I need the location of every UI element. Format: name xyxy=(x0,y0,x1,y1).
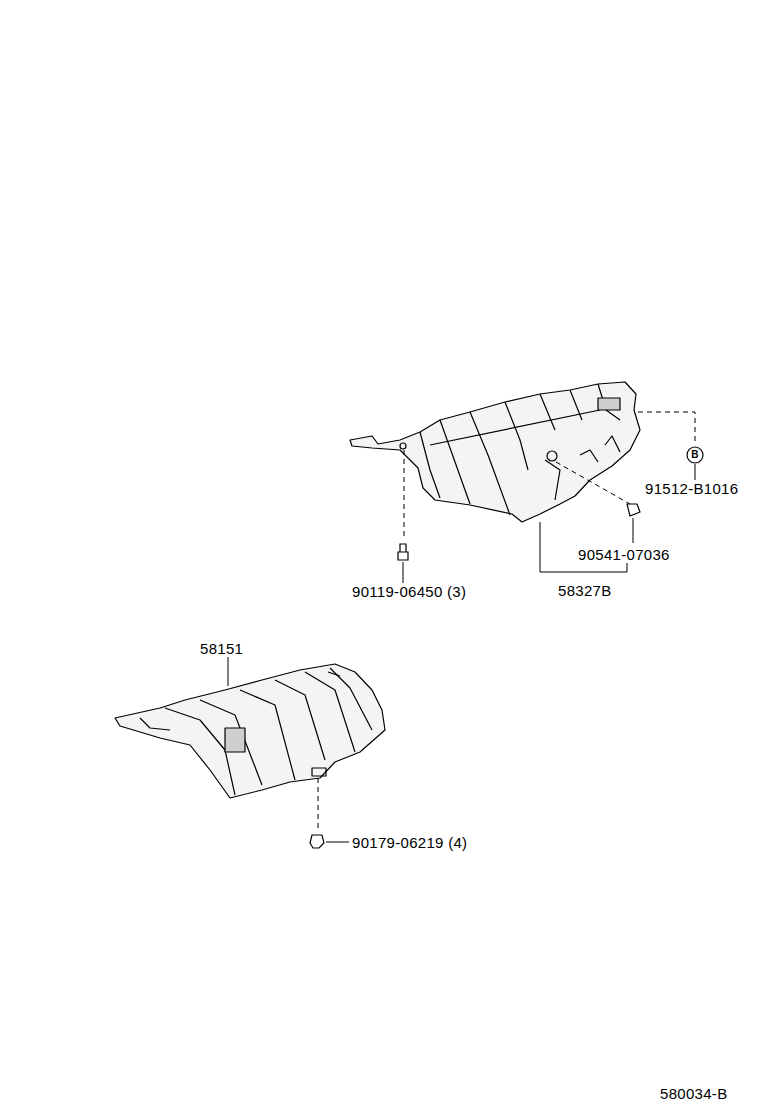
leader-line xyxy=(633,518,634,543)
clip-symbol xyxy=(627,504,640,516)
part-number: 91512-B1016 xyxy=(645,480,738,497)
part-number: 90119-06450 (3) xyxy=(352,583,466,600)
bolt-symbol xyxy=(398,544,408,560)
heat-insulator-lower xyxy=(115,664,385,798)
leader-line xyxy=(326,842,349,843)
part-number: 90541-07036 xyxy=(578,546,670,563)
marker-circle xyxy=(687,447,703,463)
marker-letter: B xyxy=(691,450,699,460)
nut-symbol xyxy=(310,835,324,848)
heat-insulator-upper xyxy=(350,382,640,522)
leader-line xyxy=(695,464,696,480)
diagram-code: 580034-B xyxy=(660,1085,727,1102)
part-number: 90179-06219 (4) xyxy=(352,834,467,851)
part-number: 58151 xyxy=(200,640,243,657)
leader-line xyxy=(403,562,404,583)
leader-line xyxy=(228,657,229,686)
part-number: 58327B xyxy=(558,582,612,599)
